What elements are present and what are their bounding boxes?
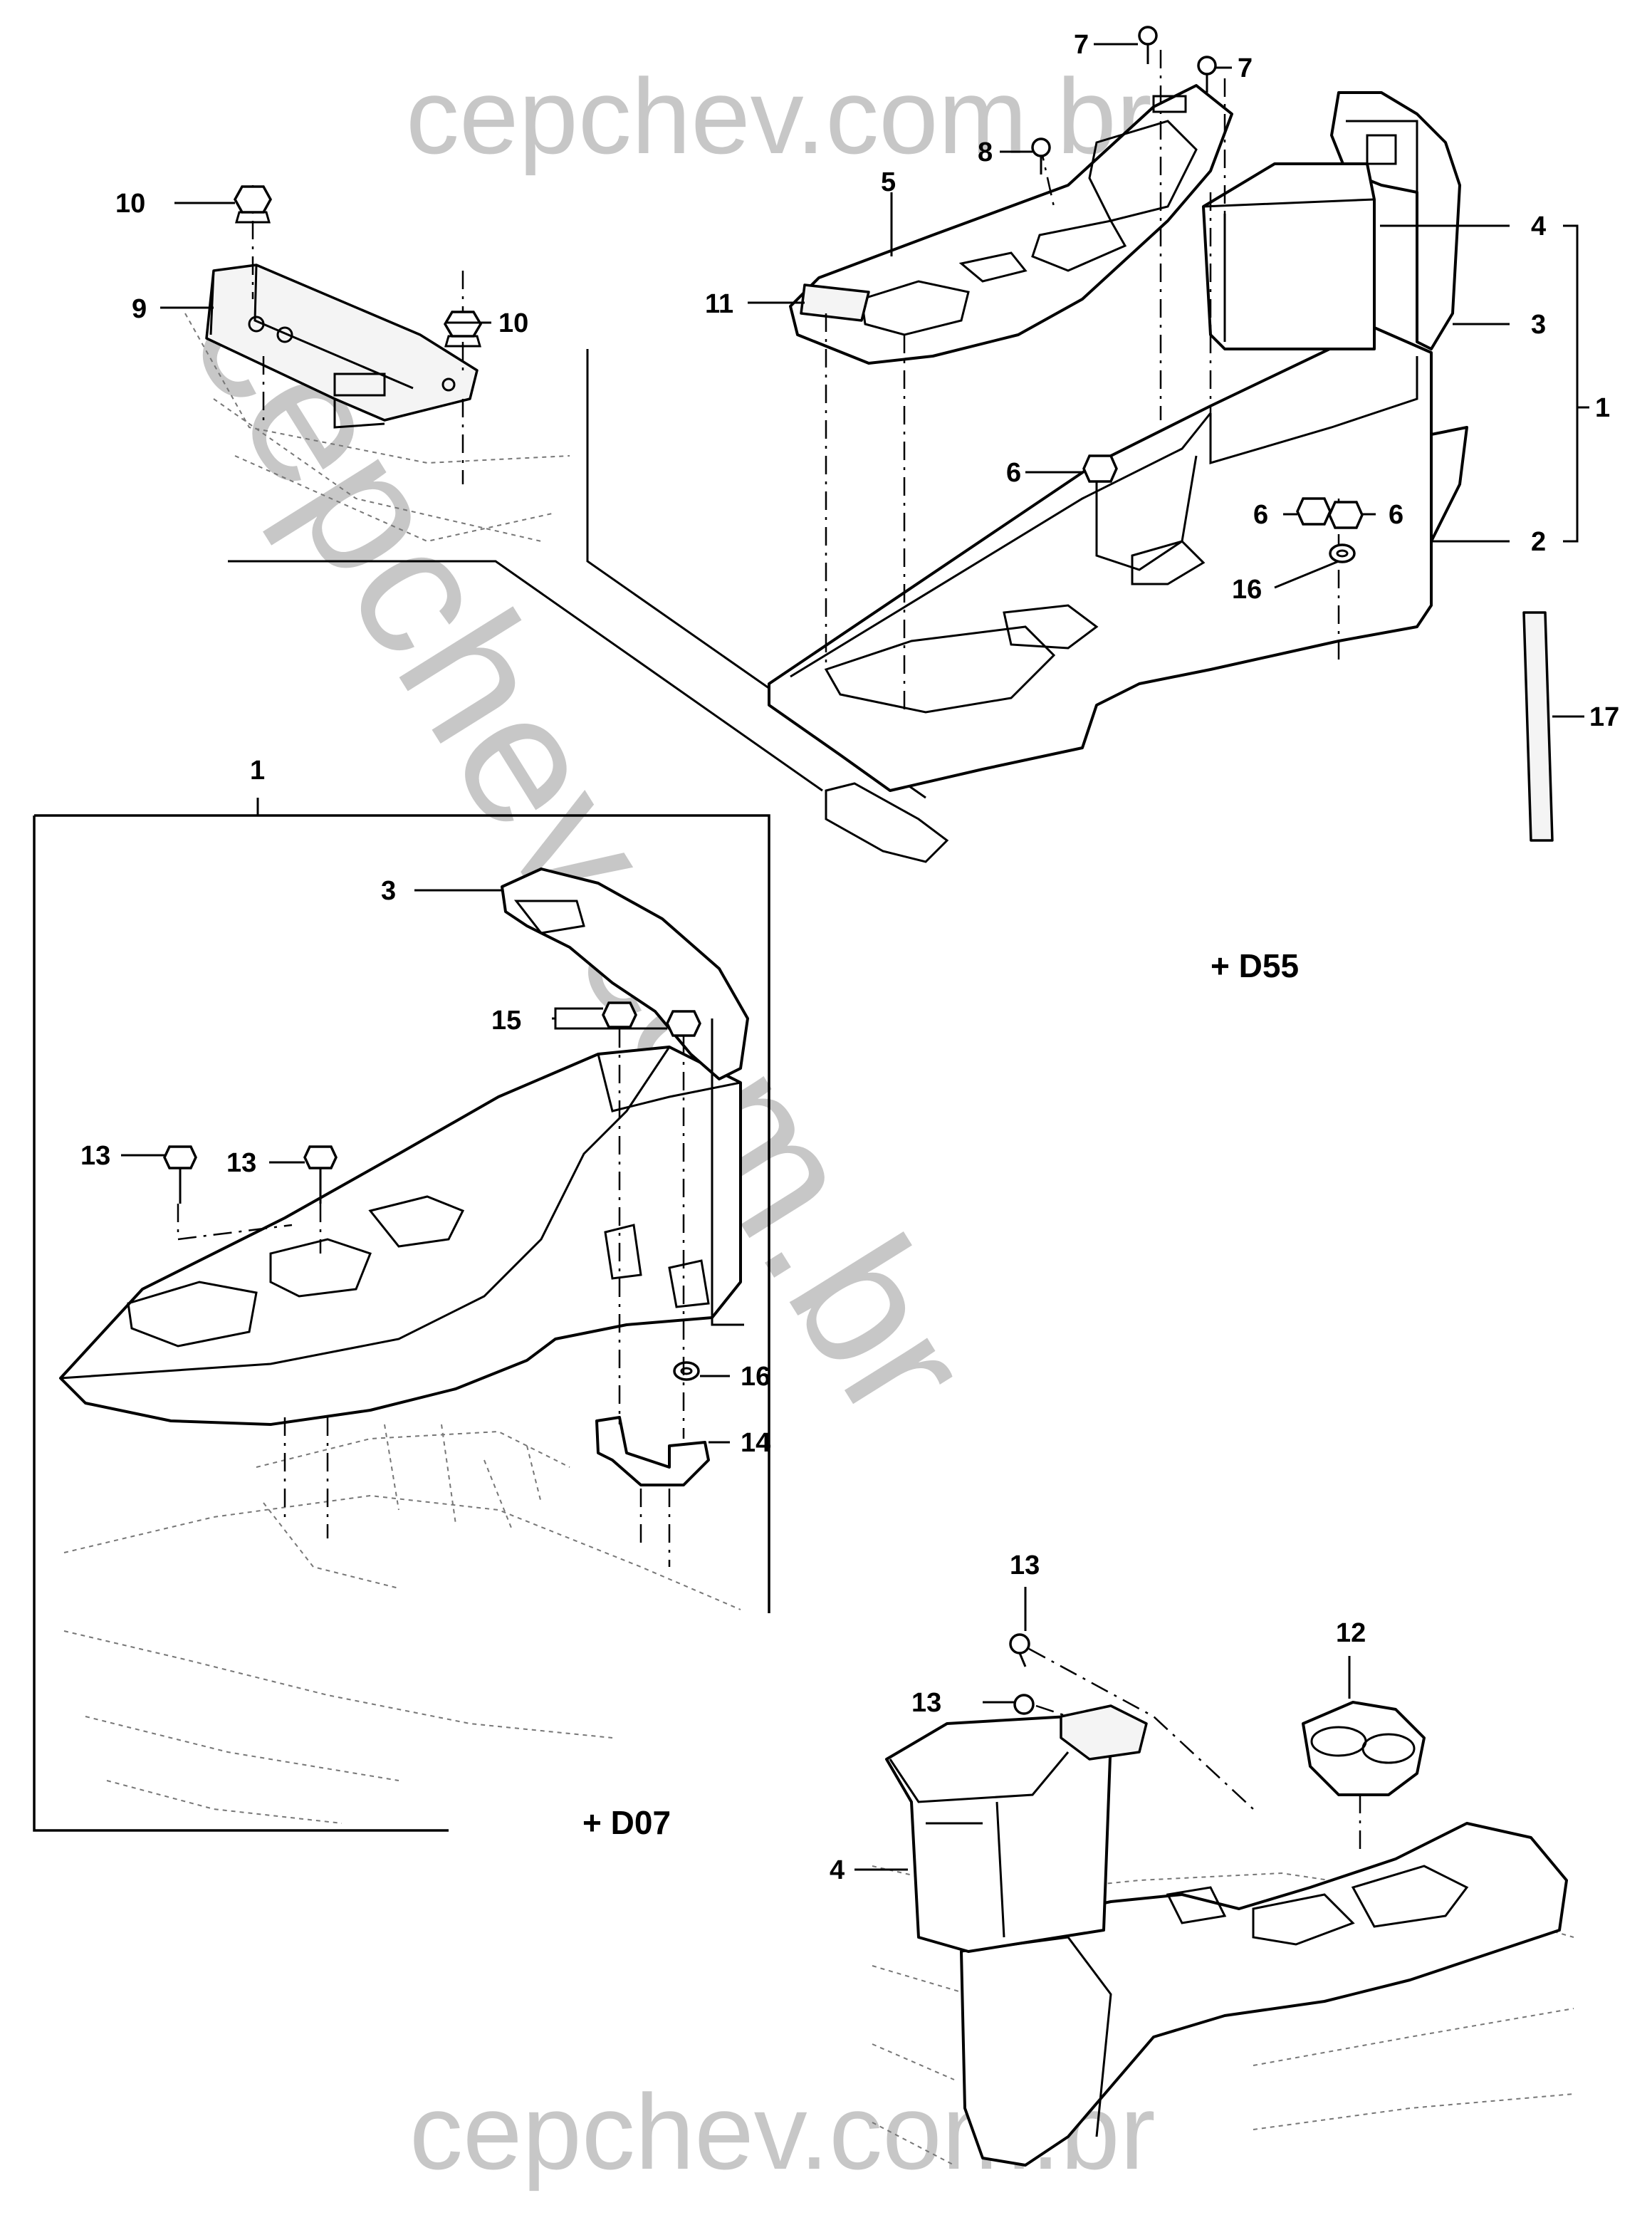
washer-16-d07 (673, 1361, 700, 1381)
nut-15-left (602, 1001, 637, 1028)
screw-7-right (1197, 56, 1217, 93)
variant-label-d07: + D07 (582, 1804, 671, 1841)
leader-group (160, 43, 1589, 718)
screw-8 (1031, 137, 1051, 174)
floor-ghost (872, 1865, 1574, 2166)
callout-6-right: 6 (1389, 500, 1403, 530)
bolt-13-b (303, 1145, 338, 1204)
nut-6-right (1328, 501, 1364, 529)
callout-12: 12 (1336, 1618, 1366, 1648)
callout-3-frame: 3 (381, 876, 396, 906)
shifter-ghost (63, 1424, 741, 1824)
callout-16-frame: 16 (741, 1362, 770, 1392)
callout-6-left: 6 (1006, 458, 1021, 488)
callout-11: 11 (705, 289, 733, 319)
callout-13-c: 13 (1010, 1551, 1040, 1580)
callout-1-bracket: 1 (1595, 393, 1610, 423)
console-base-2 (768, 326, 1433, 792)
bracket-bottom (1060, 1704, 1148, 1761)
storage-bin-4 (1202, 162, 1376, 350)
callout-6-mid: 6 (1253, 500, 1268, 530)
nut-10-right (443, 311, 483, 348)
callout-10-right: 10 (498, 308, 528, 338)
callout-13-b: 13 (226, 1148, 256, 1178)
nut-15-right (666, 1010, 701, 1037)
watermark-top: cepchev.com.br (406, 56, 1152, 176)
callout-13-d: 13 (911, 1688, 941, 1718)
leader-group-d07 (121, 889, 744, 1444)
callout-17: 17 (1589, 702, 1619, 732)
seal-strip-17 (1522, 611, 1554, 842)
callout-14: 14 (741, 1428, 770, 1458)
bolt-13-a (163, 1145, 197, 1204)
console-d07-base (960, 1822, 1568, 2167)
callout-7-right: 7 (1238, 53, 1253, 83)
console-trim-5 (789, 84, 1233, 365)
nut-6-left (1082, 454, 1118, 483)
console-d07-1 (59, 1046, 742, 1426)
callout-7-left: 7 (1074, 30, 1089, 60)
nut-6-mid (1296, 497, 1332, 526)
callout-2: 2 (1531, 527, 1546, 557)
callout-10-top: 10 (115, 189, 145, 219)
variant-label-d55: + D55 (1211, 947, 1299, 984)
callout-3-top: 3 (1531, 310, 1546, 340)
callout-4-bottom: 4 (830, 1855, 845, 1885)
callout-5: 5 (881, 167, 896, 197)
cup-holder-12 (1302, 1701, 1426, 1796)
assembly-lines-bottom (1028, 1647, 1361, 1852)
screw-13-c (1009, 1633, 1030, 1667)
callout-9: 9 (132, 294, 147, 324)
washer-16-top (1329, 543, 1356, 563)
bracket-assembly-9 (184, 185, 570, 543)
leader-group-bottom (854, 1587, 1351, 1871)
bezel-11 (800, 283, 870, 322)
d07-frame (33, 814, 770, 1832)
storage-bin-bottom-4 (885, 1715, 1112, 1953)
callout-8: 8 (978, 137, 993, 167)
assembly-lines-d07 (177, 1029, 685, 1567)
detail-bracket-small (825, 782, 949, 863)
nut-10-top (233, 185, 273, 224)
callout-15: 15 (491, 1006, 521, 1036)
callout-1-frame: 1 (250, 756, 265, 786)
screw-13-d (1013, 1694, 1035, 1715)
callout-4-top: 4 (1531, 212, 1546, 241)
assembly-lines-d55 (825, 50, 1340, 712)
screw-7-left (1138, 26, 1158, 64)
callout-16-top: 16 (1232, 575, 1262, 605)
callout-13-a: 13 (80, 1141, 110, 1171)
bracket-d07-14 (595, 1416, 710, 1486)
